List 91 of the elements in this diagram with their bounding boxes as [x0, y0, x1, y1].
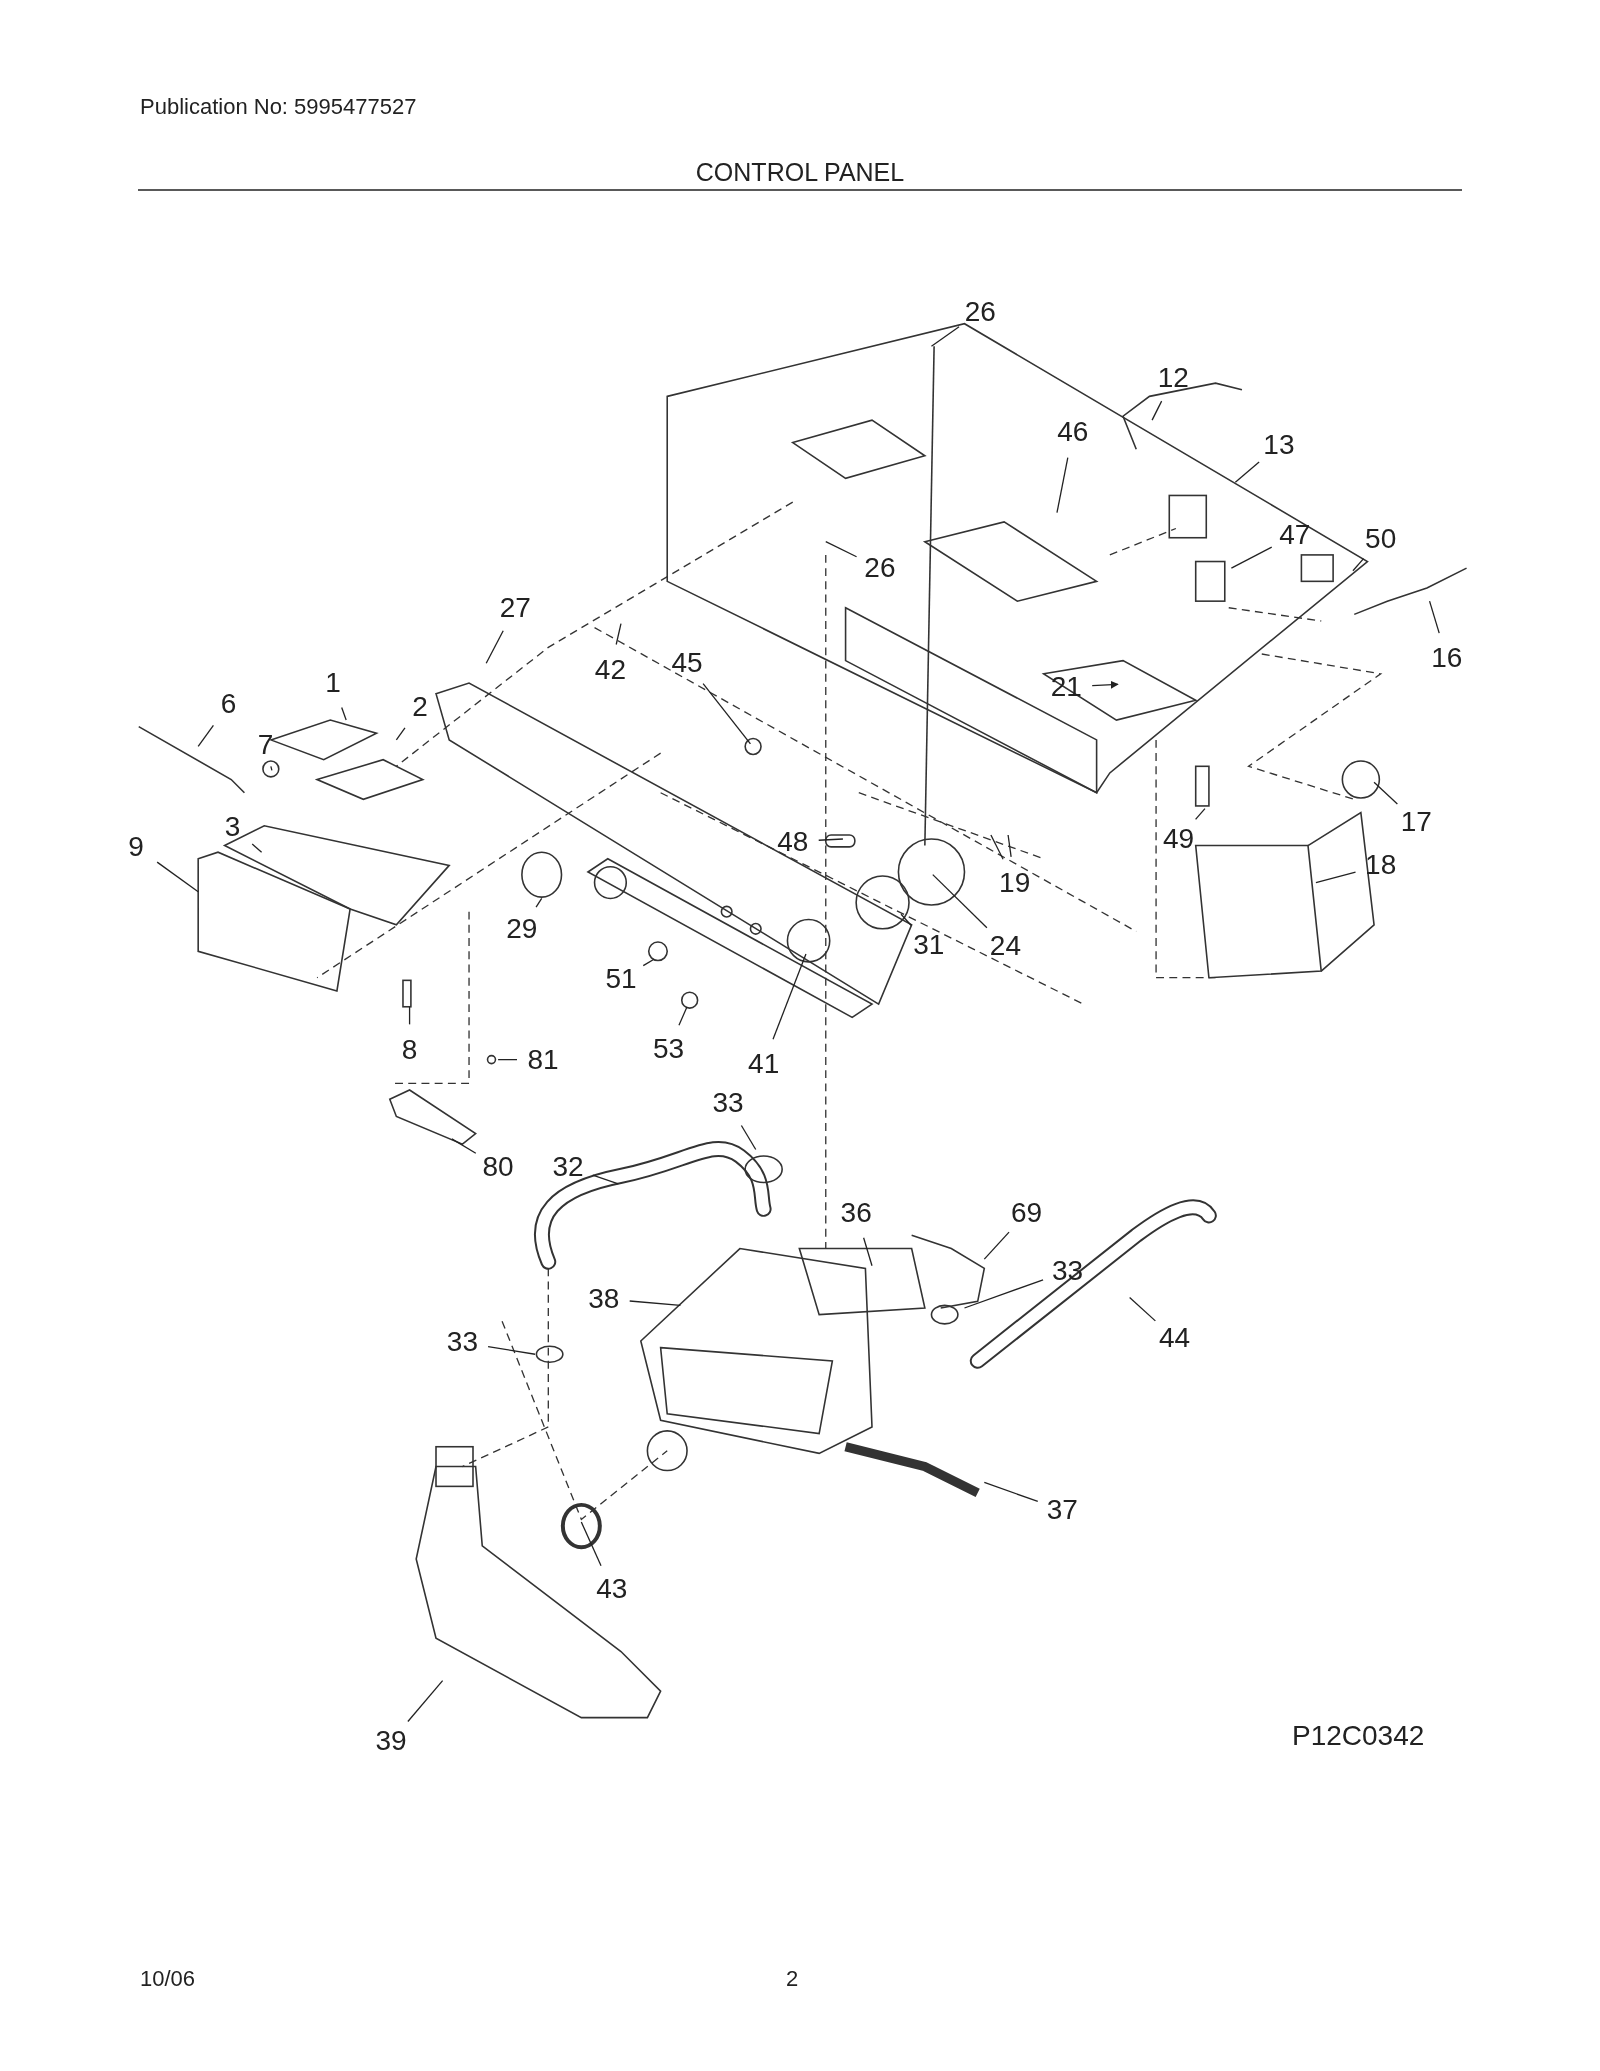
drawing-code: P12C0342: [1292, 1720, 1425, 1752]
leader-line: [592, 1174, 619, 1185]
leader-line: [1007, 834, 1012, 858]
callout-number: 32: [552, 1152, 584, 1181]
leader-line: [678, 1006, 688, 1026]
callout-number: 31: [913, 930, 945, 959]
callout-number: 36: [840, 1198, 872, 1227]
leader-line: [1151, 400, 1163, 421]
leader-line: [983, 1231, 1010, 1260]
callout-number: 47: [1279, 521, 1311, 550]
leader-line: [932, 874, 988, 929]
page-date: 10/06: [140, 1966, 196, 1992]
callout-number: 8: [401, 1036, 418, 1065]
callout-number: 39: [375, 1727, 407, 1756]
callout-number: 51: [605, 965, 637, 993]
callout-number: 1: [325, 669, 341, 698]
leader-line: [1373, 781, 1399, 805]
leader-line: [1091, 680, 1119, 689]
leader-line: [930, 326, 960, 347]
callout-number: 33: [712, 1089, 744, 1118]
leader-line: [1129, 1296, 1156, 1322]
callout-number: 41: [748, 1049, 780, 1078]
callout-number: 45: [671, 649, 703, 678]
callout-number: 3: [224, 813, 241, 842]
callout-number: 53: [652, 1035, 685, 1064]
callout-number: 42: [594, 655, 626, 684]
callout-number: 13: [1263, 431, 1295, 460]
leader-line: [156, 861, 199, 893]
leader-line: [862, 1237, 873, 1267]
page-title: CONTROL PANEL: [694, 158, 906, 187]
leader-line: [772, 953, 807, 1040]
callout-number: 37: [1046, 1496, 1078, 1525]
leader-line: [1352, 558, 1365, 572]
callout-number: 80: [482, 1152, 514, 1181]
callout-number: 26: [864, 554, 896, 583]
leader-line: [963, 1279, 1044, 1309]
callout-number: 7: [257, 731, 274, 760]
callout-number: 12: [1157, 363, 1189, 392]
leader-line: [825, 541, 858, 558]
leader-line: [395, 727, 406, 741]
leader-line: [1194, 807, 1206, 820]
callout-number: 27: [499, 593, 531, 622]
leader-line: [702, 683, 752, 745]
leader-line: [818, 838, 844, 841]
leader-line: [615, 622, 622, 646]
leader-line: [407, 1679, 444, 1723]
page-number: 2: [786, 1966, 799, 1992]
callout-number: 46: [1057, 418, 1089, 447]
leader-line: [1234, 461, 1260, 483]
leader-line: [487, 1345, 536, 1355]
callout-number: 49: [1162, 824, 1195, 853]
callout-number: 33: [446, 1328, 478, 1357]
callout-number: 44: [1159, 1324, 1191, 1353]
callout-number: 16: [1431, 643, 1463, 672]
callout-number: 2: [412, 692, 428, 721]
leader-line: [485, 630, 504, 664]
callout-number: 69: [1011, 1198, 1043, 1227]
leader-line: [1315, 871, 1357, 884]
leader-line: [341, 706, 347, 721]
callout-number: 9: [128, 832, 144, 861]
leader-line: [900, 913, 912, 927]
leader-line: [451, 1138, 477, 1154]
leader-line: [580, 1521, 602, 1567]
publication-number: Publication No: 5995477527: [140, 94, 417, 120]
callout-number: 24: [989, 932, 1021, 960]
callout-number: 29: [506, 914, 538, 943]
leader-line: [1428, 600, 1440, 634]
callout-number: 48: [777, 827, 809, 856]
leader-line: [990, 834, 1004, 860]
callout-number: 50: [1365, 525, 1397, 554]
leader-line: [983, 1481, 1039, 1503]
callout-number: 6: [220, 690, 237, 719]
callout-number: 26: [964, 297, 996, 326]
leader-line: [408, 1006, 411, 1025]
callout-number: 43: [596, 1575, 628, 1604]
callout-number: 17: [1400, 807, 1432, 836]
leader-line: [1056, 456, 1069, 514]
leader-line: [270, 765, 273, 772]
leader-line: [629, 1300, 682, 1306]
leader-line: [535, 897, 543, 908]
leader-line: [740, 1124, 757, 1151]
callout-number: 18: [1365, 851, 1397, 880]
callout-number: 38: [588, 1284, 620, 1313]
leader-line: [497, 1058, 518, 1061]
callout-number: 81: [527, 1045, 559, 1074]
callout-number: 33: [1051, 1257, 1084, 1285]
leader-line: [251, 843, 263, 853]
leader-line: [1230, 546, 1273, 569]
callout-number: 19: [999, 868, 1031, 897]
leader-line: [642, 958, 655, 967]
leader-line: [197, 724, 215, 748]
